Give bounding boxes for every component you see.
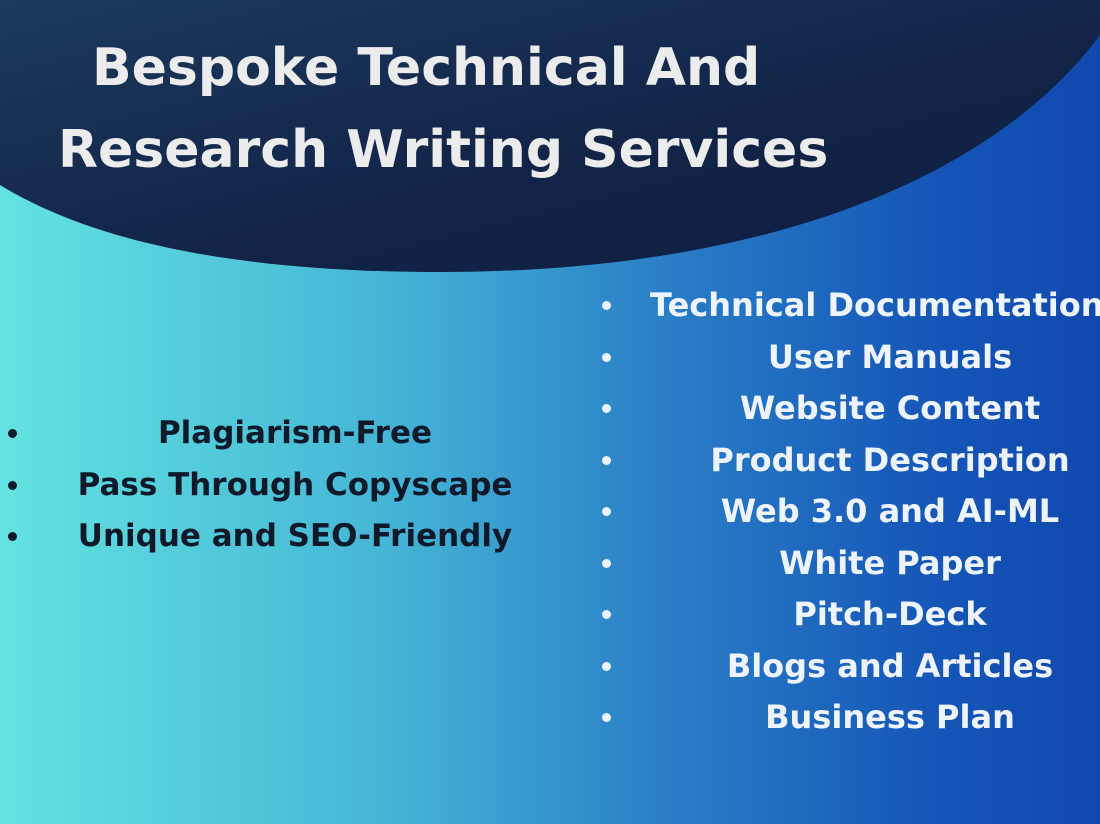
features-list: Plagiarism-Free Pass Through Copyscape U…	[0, 408, 600, 563]
list-item: Product Description	[0, 435, 1100, 487]
bullet-icon	[602, 558, 611, 568]
bullet-icon	[8, 532, 17, 541]
bullet-icon	[8, 480, 17, 490]
bullet-icon	[8, 429, 17, 438]
title-line-1: Bespoke Technical And	[92, 38, 761, 98]
list-item: Unique and SEO-Friendly	[0, 511, 600, 563]
bullet-icon	[602, 301, 611, 310]
list-item: Plagiarism-Free	[0, 408, 600, 460]
list-item: Pitch-Deck	[0, 589, 1100, 641]
bullet-icon	[602, 455, 611, 465]
title-line-2: Research Writing Services	[58, 120, 829, 180]
bullet-icon	[602, 404, 611, 413]
bullet-icon	[602, 352, 611, 362]
bullet-icon	[602, 507, 611, 516]
services-list: Technical Documentation User Manuals Web…	[0, 280, 1100, 744]
list-item: Web 3.0 and AI-ML	[0, 486, 1100, 538]
list-item: Business Plan	[0, 692, 1100, 744]
bullet-icon	[602, 661, 611, 671]
bullet-icon	[602, 610, 611, 619]
bullet-icon	[602, 713, 611, 722]
list-item: Technical Documentation	[0, 280, 1100, 332]
list-item: Blogs and Articles	[0, 641, 1100, 693]
list-item: User Manuals	[0, 332, 1100, 384]
list-item: Website Content	[0, 383, 1100, 435]
list-item: Pass Through Copyscape	[0, 460, 600, 512]
list-item: White Paper	[0, 538, 1100, 590]
